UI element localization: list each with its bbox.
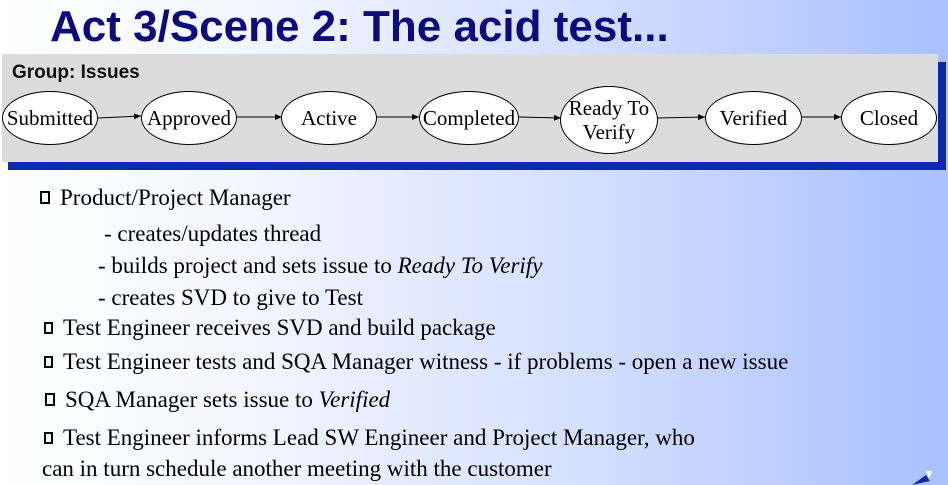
bullet-test-receives: Test Engineer receives SVD and build pac… <box>44 315 496 341</box>
bullet-test-witness: Test Engineer tests and SQA Manager witn… <box>44 349 788 375</box>
arrow-ready-verified <box>656 114 706 121</box>
state-verified: Verified <box>705 91 802 145</box>
bullet-4-italic: Verified <box>318 387 391 412</box>
state-closed: Closed <box>841 91 937 145</box>
group-label: Group: Issues <box>12 62 140 83</box>
corner-arrow-icon <box>912 471 932 485</box>
bullet-pm: Product/Project Manager <box>40 185 291 211</box>
bullet-5-line-1: Test Engineer informs Lead SW Engineer a… <box>63 425 695 450</box>
bullet-5-line-2: can in turn schedule another meeting wit… <box>42 456 552 481</box>
slide-title: Act 3/Scene 2: The acid test... <box>50 2 669 51</box>
bullet-box-icon <box>44 322 53 334</box>
pm-sub-2-prefix: - builds project and sets issue to <box>98 253 398 278</box>
bullet-3-text: Test Engineer tests and SQA Manager witn… <box>63 349 789 374</box>
state-ready-to-verify: Ready To Verify <box>560 86 658 154</box>
bullet-box-icon <box>45 393 55 406</box>
state-completed: Completed <box>419 91 519 145</box>
bullet-4-prefix: SQA Manager sets issue to <box>65 387 319 412</box>
arrow-completed-ready <box>518 114 562 121</box>
bullet-box-icon <box>44 432 53 444</box>
bullet-2-text: Test Engineer receives SVD and build pac… <box>63 315 496 340</box>
pm-sub-1: - creates/updates thread <box>104 221 322 246</box>
ready-line-2: Verify <box>582 120 636 144</box>
bullet-sqa-verified: SQA Manager sets issue to Verified <box>45 387 390 413</box>
state-active: Active <box>281 91 377 145</box>
bullet-box-icon <box>40 191 50 204</box>
state-approved: Approved <box>141 91 237 145</box>
pm-sub-2-italic: Ready To Verify <box>397 253 543 278</box>
pm-sub-2: - builds project and sets issue to Ready… <box>98 253 542 279</box>
pm-sub-3: - creates SVD to give to Test <box>98 285 363 310</box>
pm-heading: Product/Project Manager <box>60 185 291 210</box>
ready-line-1: Ready To <box>568 96 650 120</box>
bullet-box-icon <box>44 356 53 368</box>
arrow-submitted-approved <box>97 113 142 120</box>
bullet-informs: Test Engineer informs Lead SW Engineer a… <box>44 425 695 451</box>
state-submitted: Submitted <box>2 91 98 145</box>
